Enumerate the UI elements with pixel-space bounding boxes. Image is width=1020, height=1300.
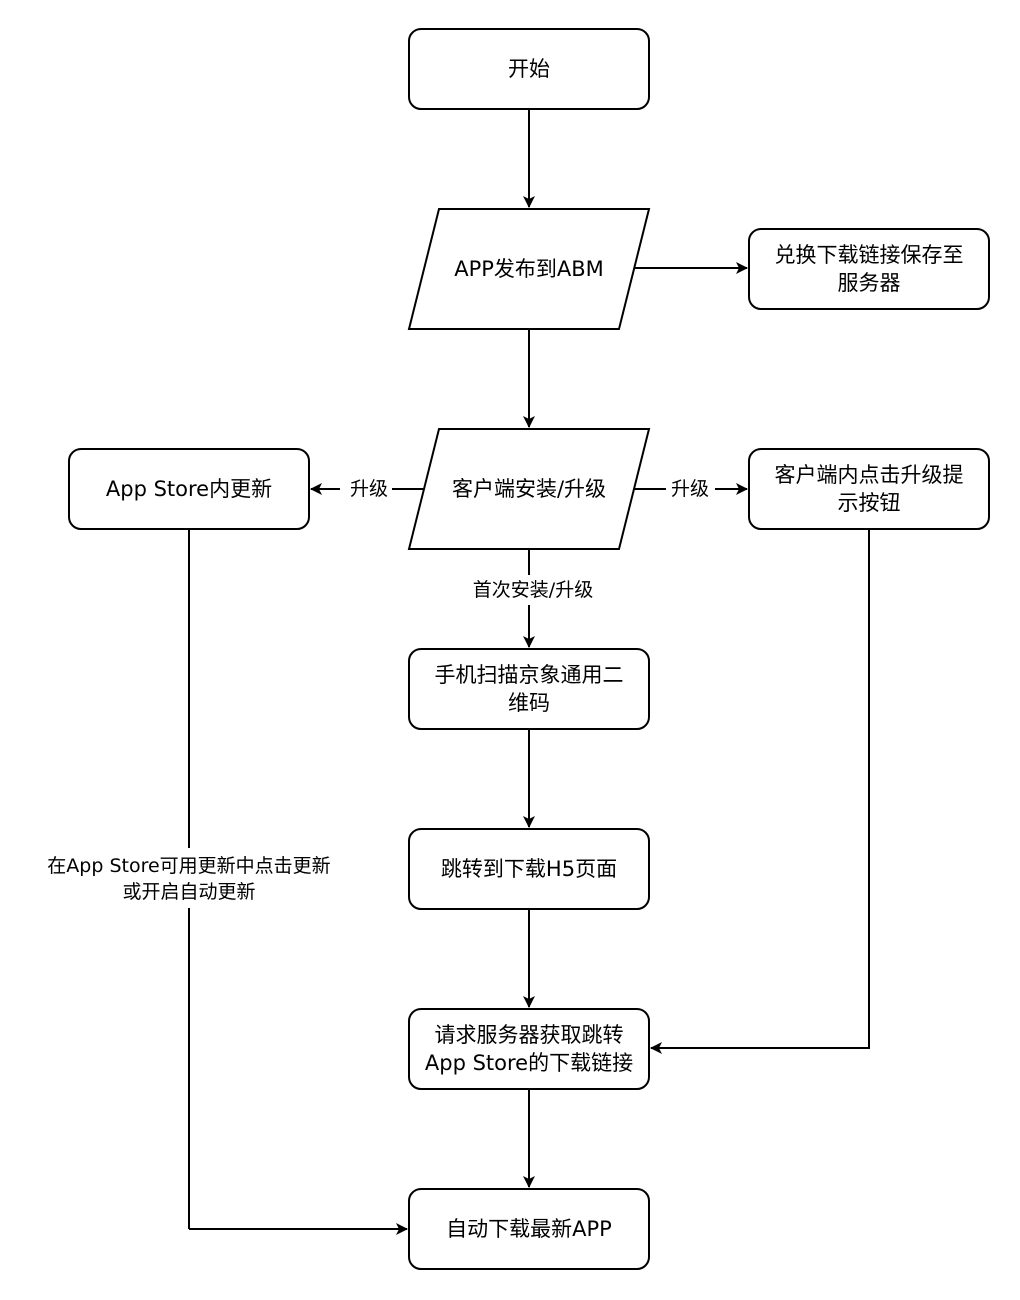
client-prompt-node bbox=[748, 448, 990, 530]
install-node-label: 客户端安装/升级 bbox=[452, 477, 606, 501]
h5-page-node-label: 跳转到下载H5页面 bbox=[441, 857, 617, 881]
edge-label-upgrade-left: 升级 bbox=[350, 478, 388, 500]
edge-label-appstore-path-line-2: 或开启自动更新 bbox=[122, 881, 255, 903]
edges bbox=[188, 109, 870, 1235]
auto-download-node bbox=[408, 1188, 650, 1270]
redeem-node-label-line-1: 兑换下载链接保存至 bbox=[775, 243, 964, 267]
request-link-node-label-line-2: App Store的下载链接 bbox=[425, 1051, 633, 1075]
edge-label-upgrade-right: 升级 bbox=[671, 478, 709, 500]
edge-label-appstore-path-line-1: 在App Store可用更新中点击更新 bbox=[47, 855, 330, 877]
request-link-node-label-line-1: 请求服务器获取跳转 bbox=[435, 1023, 624, 1047]
appstore-update-node-label: App Store内更新 bbox=[106, 477, 272, 501]
publish-node-label: APP发布到ABM bbox=[454, 257, 604, 281]
edge-labels: 升级 升级 首次安装/升级 在App Store可用更新中点击更新 或开启自动更… bbox=[47, 478, 709, 903]
start-node-label: 开始 bbox=[508, 57, 550, 81]
start-node bbox=[408, 28, 650, 110]
h5-page-node bbox=[408, 828, 650, 910]
request-link-node bbox=[408, 1008, 650, 1090]
nodes: 开始 APP发布到ABM 兑换下载链接保存至 服务器 客户端安装/升级 App … bbox=[68, 28, 990, 1270]
auto-download-node-label: 自动下载最新APP bbox=[446, 1217, 612, 1241]
client-prompt-node-label-line-2: 示按钮 bbox=[838, 491, 901, 515]
client-prompt-node-label-line-1: 客户端内点击升级提 bbox=[775, 463, 964, 487]
appstore-update-node bbox=[68, 448, 310, 530]
edge-client-prompt-to-request-link bbox=[650, 529, 870, 1054]
publish-node bbox=[407, 208, 651, 330]
redeem-node-label-line-2: 服务器 bbox=[838, 271, 901, 295]
edge-label-first-install: 首次安装/升级 bbox=[473, 579, 593, 601]
redeem-node bbox=[748, 228, 990, 310]
scan-qr-node-label-line-1: 手机扫描京象通用二 bbox=[435, 663, 624, 687]
scan-qr-node bbox=[408, 648, 650, 730]
scan-qr-node-label-line-2: 维码 bbox=[508, 691, 550, 715]
install-node bbox=[407, 428, 651, 550]
